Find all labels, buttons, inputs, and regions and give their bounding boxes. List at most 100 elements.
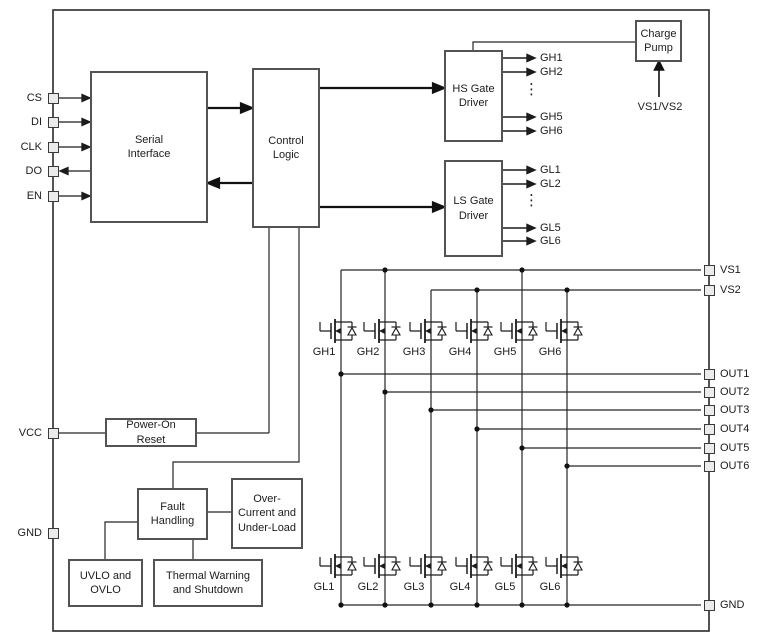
por-to-control-logic-wire (197, 228, 270, 434)
pin-out4 (703, 423, 715, 435)
gl5-arrowhead (526, 223, 537, 233)
pin-label-out4: OUT4 (720, 423, 750, 435)
control-to-hs-arrowhead (431, 81, 447, 95)
gate-output-arrows (503, 53, 537, 246)
charge-pump-supply-arrow (653, 59, 665, 97)
mosfet-label-gh6: GH6 (538, 346, 562, 358)
pin-label-vs2: VS2 (720, 284, 741, 296)
gh6-arrowhead (526, 126, 537, 136)
pin-label-out5: OUT5 (720, 442, 750, 454)
mosfet-label-gh5: GH5 (493, 346, 517, 358)
cs-arrowhead (81, 93, 92, 103)
mosfet-label-gh4: GH4 (448, 346, 472, 358)
pin-label-out1: OUT1 (720, 368, 750, 380)
mosfet-gh2 (363, 318, 402, 344)
clk-arrowhead (81, 142, 92, 152)
pin-label-vs1: VS1 (720, 264, 741, 276)
mosfet-label-gl5: GL5 (494, 581, 516, 593)
output-label-gl6: GL6 (540, 235, 561, 247)
mosfet-gl3 (409, 553, 448, 579)
pin-label-out2: OUT2 (720, 386, 750, 398)
hs-outputs-ellipsis: ⋮ (524, 80, 539, 98)
block-control-logic: Control Logic (252, 68, 320, 228)
pin-clk (47, 141, 59, 153)
mosfet-gh3 (409, 318, 448, 344)
hs-driver-to-charge-pump-wire (472, 41, 635, 50)
pin-label-vcc: VCC (18, 427, 42, 439)
gh1-arrowhead (526, 53, 537, 63)
mosfet-label-gl6: GL6 (539, 581, 561, 593)
pin-out2 (703, 386, 715, 398)
output-label-gh2: GH2 (540, 66, 563, 78)
mosfet-gh1 (319, 318, 358, 344)
ls-outputs-ellipsis: ⋮ (524, 191, 539, 209)
pin-gnd-right (703, 599, 715, 611)
pin-do (47, 165, 59, 177)
block-over-current-under-load: Over- Current and Under-Load (231, 478, 303, 549)
mosfet-gl4 (455, 553, 494, 579)
pin-vs2 (703, 284, 715, 296)
en-arrowhead (81, 191, 92, 201)
mosfet-label-gh2: GH2 (356, 346, 380, 358)
mosfet-label-gh3: GH3 (402, 346, 426, 358)
block-hs-gate-driver: HS Gate Driver (444, 50, 503, 142)
pin-label-out3: OUT3 (720, 404, 750, 416)
pin-label-out6: OUT6 (720, 460, 750, 472)
gl6-arrowhead (526, 236, 537, 246)
output-label-gh1: GH1 (540, 52, 563, 64)
block-power-on-reset: Power-On Reset (105, 418, 197, 447)
control-to-serial-arrowhead (205, 176, 221, 190)
mosfet-gl5 (500, 553, 539, 579)
pin-label-di: DI (31, 116, 42, 128)
block-charge-pump: Charge Pump (635, 20, 682, 62)
bus-arrows (205, 81, 447, 214)
pin-label-gnd-left: GND (17, 527, 42, 539)
block-thermal-warning: Thermal Warning and Shutdown (153, 559, 263, 607)
fault-to-uvlo-wire (104, 521, 137, 559)
pin-di (47, 116, 59, 128)
mosfet-label-gl1: GL1 (313, 581, 335, 593)
gh2-arrowhead (526, 67, 537, 77)
pin-vs1 (703, 264, 715, 276)
output-label-gh5: GH5 (540, 111, 563, 123)
pin-out6 (703, 460, 715, 472)
gl1-arrowhead (526, 165, 537, 175)
output-label-gl5: GL5 (540, 222, 561, 234)
junction-dots (338, 267, 570, 608)
serial-to-control-arrowhead (239, 101, 255, 115)
do-arrowhead (58, 166, 69, 176)
block-ls-gate-driver: LS Gate Driver (444, 160, 503, 257)
mosfet-label-gl3: GL3 (403, 581, 425, 593)
pin-label-do: DO (25, 165, 43, 177)
charge-pump-supply-label: VS1/VS2 (637, 101, 683, 113)
vs-supply-arrowhead (653, 59, 665, 71)
chip-boundary-border (52, 9, 710, 632)
pin-out3 (703, 404, 715, 416)
pin-label-en: EN (26, 190, 42, 202)
mosfet-gl2 (363, 553, 402, 579)
control-to-ls-arrowhead (431, 200, 447, 214)
di-arrowhead (81, 117, 92, 127)
output-label-gl1: GL1 (540, 164, 561, 176)
mosfet-label-gl4: GL4 (449, 581, 471, 593)
pin-label-clk: CLK (20, 141, 42, 153)
block-serial-interface: Serial Interface (90, 71, 208, 223)
pin-out5 (703, 442, 715, 454)
mosfet-gl1 (319, 553, 358, 579)
mosfet-gh6 (545, 318, 584, 344)
control-logic-to-fault-wire (172, 228, 300, 488)
gh5-arrowhead (526, 112, 537, 122)
mosfet-gh4 (455, 318, 494, 344)
pin-en (47, 190, 59, 202)
block-fault-handling: Fault Handling (137, 488, 208, 540)
output-label-gl2: GL2 (540, 178, 561, 190)
pin-vcc (47, 427, 59, 439)
pin-gnd-left (47, 527, 59, 539)
mosfet-gh5 (500, 318, 539, 344)
mosfet-gl6 (545, 553, 584, 579)
pin-cs (47, 92, 59, 104)
pin-out1 (703, 368, 715, 380)
gl2-arrowhead (526, 179, 537, 189)
mosfet-label-gl2: GL2 (357, 581, 379, 593)
